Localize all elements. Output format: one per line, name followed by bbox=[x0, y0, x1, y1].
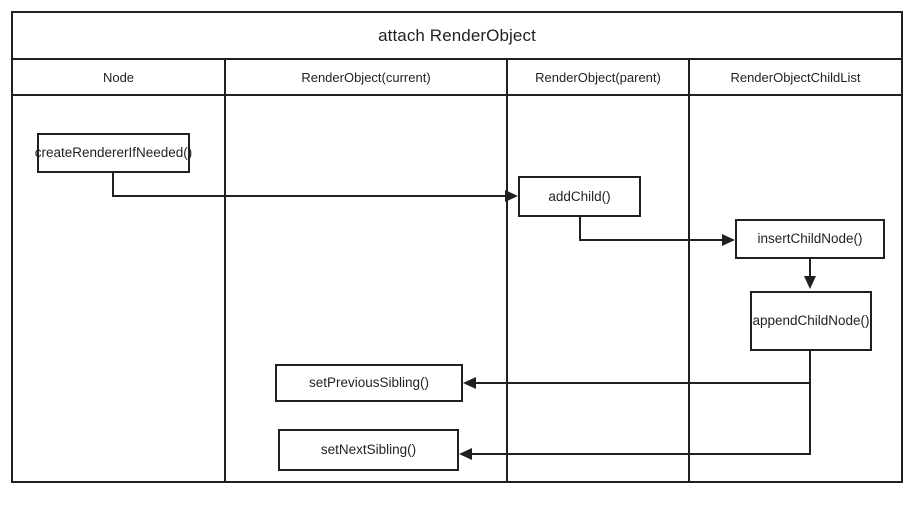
message-label: setPreviousSibling() bbox=[308, 375, 430, 391]
lifeline-header-band: Node RenderObject(current) RenderObject(… bbox=[13, 60, 901, 96]
arrowhead-addchild-to-insertchild bbox=[722, 234, 735, 246]
lifeline-header-renderobject-current: RenderObject(current) bbox=[226, 60, 506, 94]
message-box-append-child-node[interactable]: appendChildNode() bbox=[750, 291, 872, 351]
lifeline-header-label: RenderObject(current) bbox=[301, 69, 431, 85]
message-box-set-previous-sibling[interactable]: setPreviousSibling() bbox=[275, 364, 463, 402]
connector-appendchild-to-setprev-horizontal bbox=[474, 382, 811, 384]
arrowhead-appendchild-to-setnext bbox=[459, 448, 472, 460]
lifeline-divider-3 bbox=[688, 60, 690, 481]
message-label: addChild() bbox=[548, 188, 611, 204]
connector-insertchild-to-appendchild-vertical bbox=[809, 258, 811, 278]
message-box-create-renderer-if-needed[interactable]: createRendererIfNeeded() bbox=[34, 133, 193, 173]
connector-create-to-addchild-horizontal bbox=[112, 195, 505, 197]
arrowhead-appendchild-to-setprev bbox=[463, 377, 476, 389]
connector-create-to-addchild-vertical bbox=[112, 172, 114, 197]
message-box-add-child[interactable]: addChild() bbox=[518, 176, 641, 217]
connector-addchild-to-insertchild-vertical bbox=[579, 216, 581, 241]
lifeline-header-renderobject-parent: RenderObject(parent) bbox=[508, 60, 688, 94]
message-label: appendChildNode() bbox=[752, 313, 870, 329]
message-box-set-next-sibling[interactable]: setNextSibling() bbox=[278, 429, 459, 471]
diagram-title-band: attach RenderObject bbox=[13, 13, 901, 60]
lifeline-header-label: RenderObjectChildList bbox=[730, 69, 861, 85]
arrowhead-create-to-addchild bbox=[505, 190, 518, 202]
connector-appendchild-to-siblings-vertical bbox=[809, 350, 811, 455]
connector-appendchild-to-setnext-horizontal bbox=[470, 453, 811, 455]
lifeline-divider-2 bbox=[506, 60, 508, 481]
page-title: attach RenderObject bbox=[378, 25, 536, 45]
lifeline-divider-1 bbox=[224, 60, 226, 481]
lifeline-header-label: Node bbox=[102, 69, 135, 85]
lifeline-header-node: Node bbox=[13, 60, 224, 94]
connector-addchild-to-insertchild-horizontal bbox=[579, 239, 722, 241]
message-label: createRendererIfNeeded() bbox=[34, 145, 193, 161]
message-label: setNextSibling() bbox=[320, 442, 417, 458]
lifeline-header-renderobjectchildlist: RenderObjectChildList bbox=[690, 60, 901, 94]
message-box-insert-child-node[interactable]: insertChildNode() bbox=[735, 219, 885, 259]
message-label: insertChildNode() bbox=[757, 231, 863, 247]
arrowhead-insertchild-to-appendchild bbox=[804, 276, 816, 289]
lifeline-header-label: RenderObject(parent) bbox=[535, 69, 661, 85]
